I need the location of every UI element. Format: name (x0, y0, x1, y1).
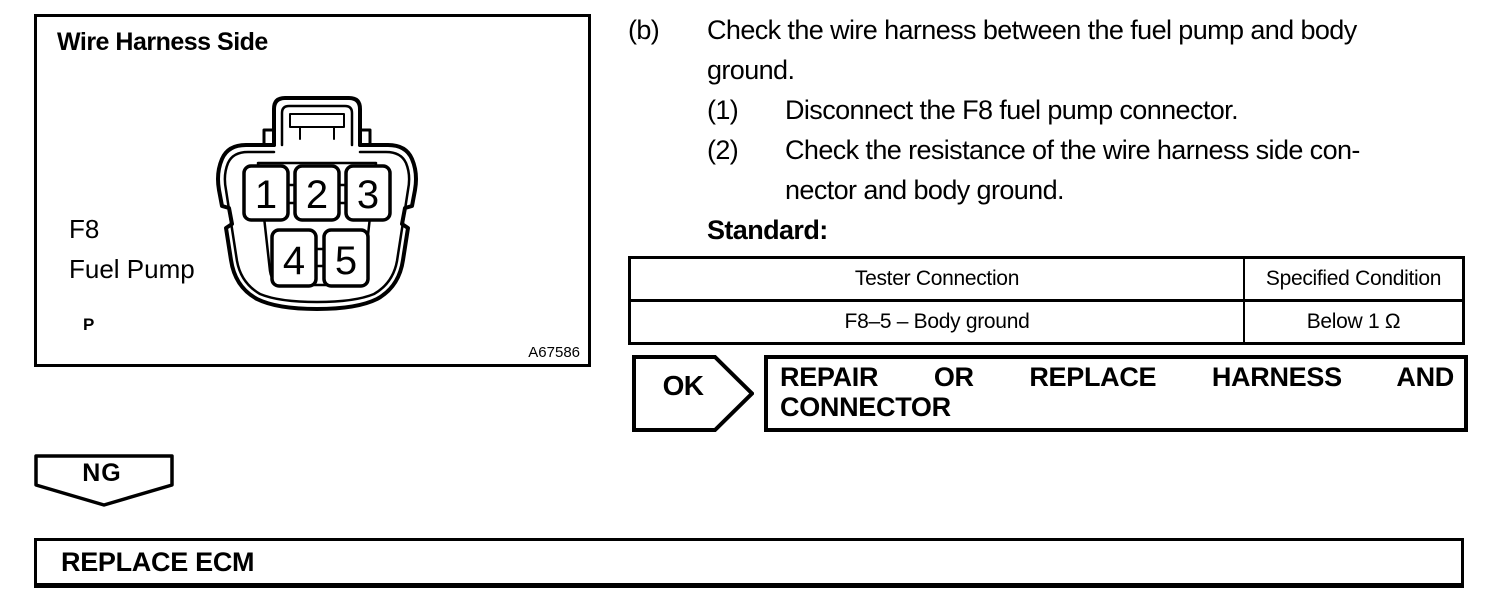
ok-label: OK (663, 370, 704, 401)
step-b-text: Check the wire harness between the fuel … (707, 10, 1357, 90)
ng-action-text: REPLACE ECM (61, 546, 255, 577)
substep-2: (2) Check the resistance of the wire har… (707, 130, 1468, 210)
cell-specified-condition: Below 1 Ω (1243, 299, 1465, 345)
standard-table: Tester Connection Specified Condition F8… (628, 256, 1465, 345)
procedure-text: (b) Check the wire harness between the f… (628, 10, 1468, 432)
pin-1-label: 1 (255, 173, 277, 217)
substep-2-line-1: Check the resistance of the wire harness… (785, 135, 1360, 165)
terminal-wire-label: P (83, 315, 95, 334)
table-header-row: Tester Connection Specified Condition (628, 256, 1465, 302)
table-row: F8–5 – Body ground Below 1 Ω (628, 299, 1465, 345)
substep-1-label: (1) (707, 95, 739, 125)
step-b-label: (b) (628, 15, 660, 45)
connector-diagram: 1 2 3 4 5 (216, 96, 418, 311)
header-tester-connection: Tester Connection (628, 256, 1245, 302)
substep-2-label: (2) (707, 135, 739, 165)
pin-3-label: 3 (357, 173, 379, 217)
connector-name-label: Fuel Pump (69, 254, 195, 284)
substep-1-text: Disconnect the F8 fuel pump connector. (785, 90, 1239, 130)
substep-1: (1) Disconnect the F8 fuel pump connecto… (707, 90, 1468, 130)
pin-2-label: 2 (306, 173, 328, 217)
pin-4-label: 4 (283, 239, 305, 283)
header-specified-condition: Specified Condition (1243, 256, 1465, 302)
step-b-line-1: Check the wire harness between the fuel … (707, 15, 1357, 45)
step-b: (b) Check the wire harness between the f… (628, 10, 1468, 90)
ok-action-box: REPAIR OR REPLACE HARNESS AND CONNECTOR (764, 355, 1468, 432)
ok-action-line-2: CONNECTOR (780, 392, 951, 422)
substep-1-line-1: Disconnect the F8 fuel pump connector. (785, 95, 1239, 125)
standard-heading: Standard: (707, 215, 828, 245)
ok-result-row: OK REPAIR OR REPLACE HARNESS AND CONNECT… (628, 355, 1468, 432)
figure-id: A67586 (528, 344, 580, 361)
ok-action-line-1: REPAIR OR REPLACE HARNESS AND (780, 362, 1454, 392)
substeps: (1) Disconnect the F8 fuel pump connecto… (707, 90, 1468, 210)
ok-arrow-shape: OK (632, 355, 754, 432)
wire-harness-diagram-box: Wire Harness Side (34, 14, 591, 367)
diagram-title: Wire Harness Side (57, 28, 268, 56)
step-b-line-2: ground. (707, 55, 795, 85)
pin-5-label: 5 (335, 239, 357, 283)
substep-2-text: Check the resistance of the wire harness… (785, 130, 1360, 210)
pin-numbers: 1 2 3 4 5 (255, 173, 379, 283)
cell-tester-connection: F8–5 – Body ground (628, 299, 1245, 345)
ng-action-box: REPLACE ECM (34, 538, 1464, 588)
ng-arrow-shape: NG (34, 454, 174, 507)
substep-2-line-2: nector and body ground. (785, 175, 1065, 205)
ng-label: NG (82, 459, 122, 487)
connector-ref-label: F8 (69, 214, 100, 244)
